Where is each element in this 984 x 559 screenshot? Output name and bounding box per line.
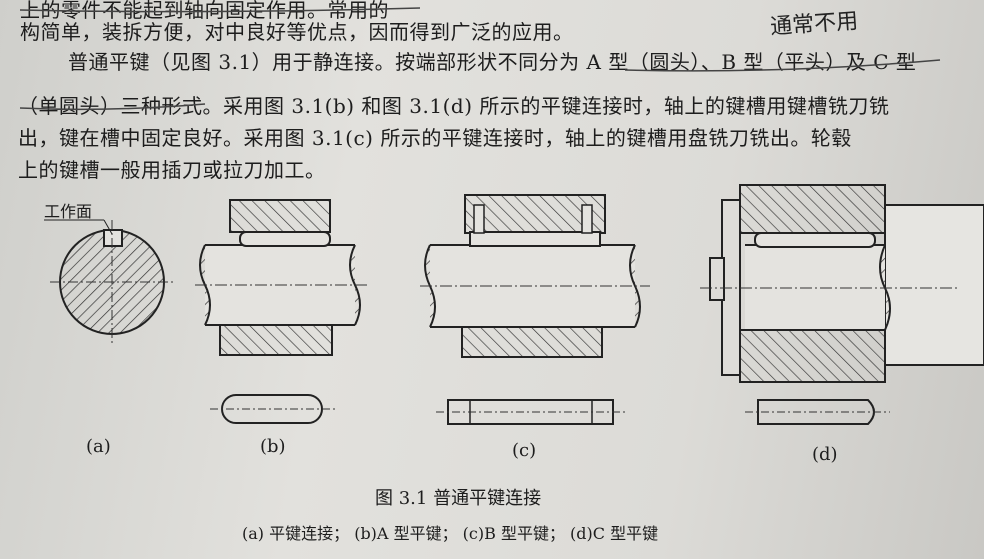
figure-subcaption: (a) 平键连接； (b)A 型平键； (c)B 型平键； (d)C 型平键 (242, 524, 659, 543)
text-line-1: 构简单，装拆方便，对中良好等优点，因而得到广泛的应用。 (20, 20, 574, 44)
panel-label-c: (c) (512, 440, 537, 461)
text-line-5: 上的键槽一般用插刀或拉刀加工。 (18, 158, 326, 182)
panel-label-a: (a) (86, 436, 111, 457)
panel-label-d: (d) (812, 444, 838, 465)
text-line-4: 出，键在槽中固定良好。采用图 3.1(c) 所示的平键连接时，轴上的键槽用盘铣刀… (18, 126, 852, 150)
panel-a-drawing (44, 219, 174, 345)
text-line-3: （单圆头）三种形式。采用图 3.1(b) 和图 3.1(d) 所示的平键连接时，… (18, 94, 890, 118)
figure-caption: 图 3.1 普通平键连接 (375, 488, 542, 509)
panel-d-drawing (700, 184, 984, 425)
panel-c-drawing (420, 194, 650, 425)
panel-label-b: (b) (260, 436, 286, 457)
panel-b-drawing (195, 199, 370, 424)
working-face-label: 工作面 (44, 202, 93, 221)
